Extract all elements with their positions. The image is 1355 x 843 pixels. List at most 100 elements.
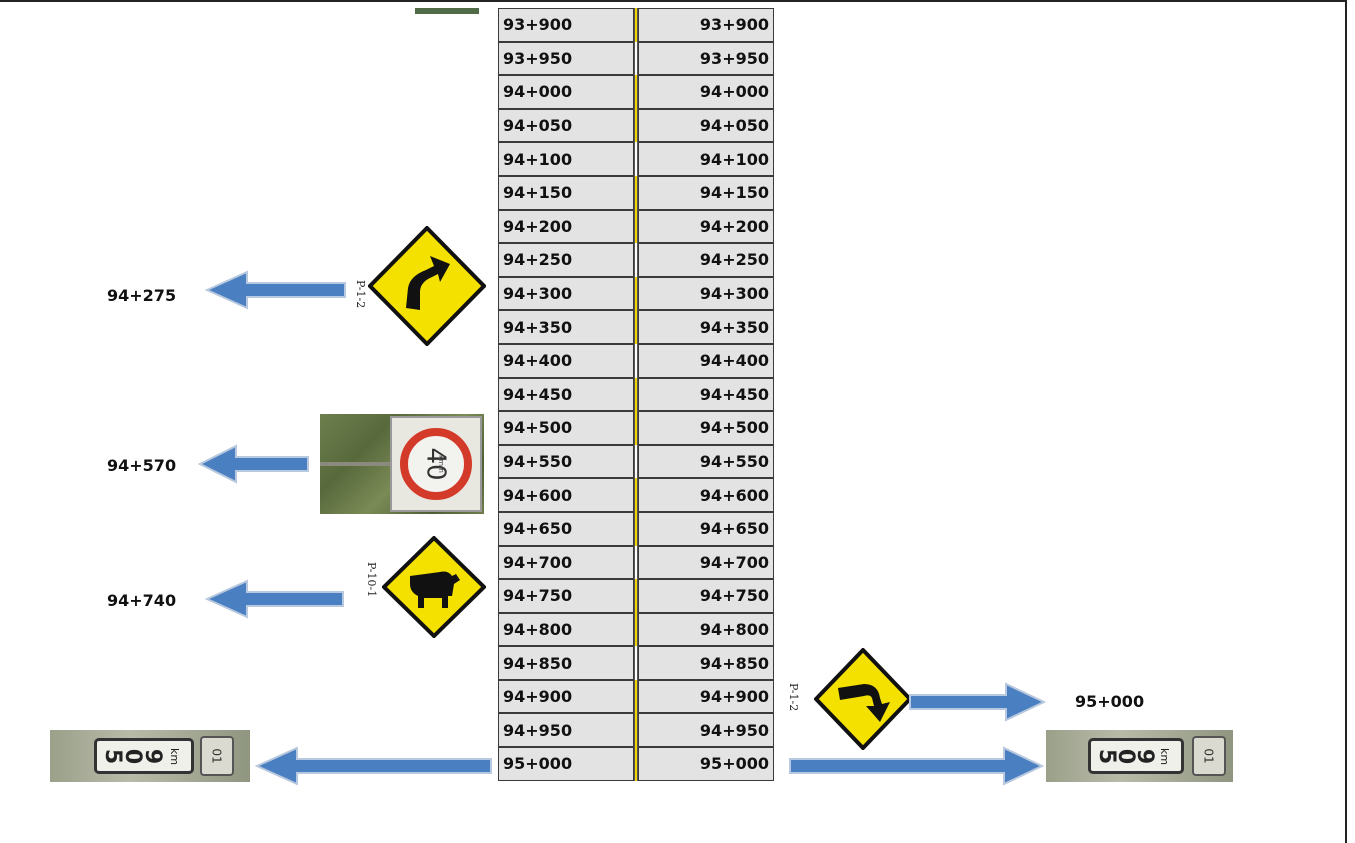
kilometer-post-photo-right: 5 0 9 km 01: [1046, 730, 1233, 782]
station-cell-right: 94+300: [638, 276, 774, 311]
arrow-left-icon: [204, 270, 346, 310]
station-cell-left: 94+150: [498, 175, 634, 210]
station-cell-right: 94+800: [638, 612, 774, 647]
center-line-segment: [634, 209, 638, 244]
station-cell-right: 94+400: [638, 343, 774, 378]
speed-limit-sign-photo: 40 km/h: [320, 414, 484, 514]
kilometer-post-icon: 5 0 9 km: [1088, 738, 1184, 774]
center-line-segment: [634, 243, 638, 277]
arrow-left-icon: [204, 579, 344, 619]
station-label-speed: 94+570: [107, 456, 177, 475]
center-line-segment: [634, 41, 638, 76]
station-cell-left: 94+700: [498, 545, 634, 580]
station-cell-left: 94+450: [498, 377, 634, 412]
station-cell-right: 94+200: [638, 209, 774, 244]
center-line-segment: [634, 142, 638, 176]
arrow-left-icon: [197, 444, 309, 484]
station-cell-left: 94+600: [498, 478, 634, 512]
station-cell-left: 94+850: [498, 646, 634, 680]
curve-ahead-sign-icon: [814, 648, 912, 750]
arrow-right-icon: [909, 682, 1047, 722]
station-cell-left: 94+950: [498, 713, 634, 748]
center-line-segment: [634, 377, 638, 412]
station-cell-left: 94+200: [498, 209, 634, 244]
station-cell-left: 94+000: [498, 75, 634, 109]
km-digit: 9: [140, 748, 166, 764]
station-cell-right: 94+950: [638, 713, 774, 748]
station-cell-left: 93+950: [498, 41, 634, 76]
station-cell-right: 93+900: [638, 8, 774, 42]
station-cell-left: 94+050: [498, 108, 634, 143]
station-cell-right: 95+000: [638, 747, 774, 781]
station-cell-right: 94+050: [638, 108, 774, 143]
station-label-curve: 94+275: [107, 286, 177, 305]
center-line-segment: [634, 310, 638, 344]
center-line-segment: [634, 343, 638, 378]
kilometer-post-photo-left: 5 0 9 km 01: [50, 730, 250, 782]
station-cell-right: 94+700: [638, 545, 774, 580]
speed-unit: km/h: [436, 455, 445, 473]
station-cell-left: 93+900: [498, 8, 634, 42]
station-cell-left: 94+500: [498, 411, 634, 445]
station-cell-left: 94+250: [498, 243, 634, 277]
station-cell-left: 95+000: [498, 747, 634, 781]
station-cell-left: 94+650: [498, 511, 634, 546]
speed-ring: 40: [400, 428, 472, 500]
station-cell-right: 94+850: [638, 646, 774, 680]
center-line-segment: [634, 8, 638, 42]
km-unit: km: [1158, 747, 1172, 765]
center-line-segment: [634, 612, 638, 647]
station-cell-left: 94+400: [498, 343, 634, 378]
cattle-crossing-sign-icon: [382, 536, 486, 638]
station-cell-left: 94+550: [498, 444, 634, 479]
curve-ahead-sign-icon: [368, 226, 486, 346]
route-shield-icon: 01: [200, 736, 234, 776]
station-cell-right: 94+350: [638, 310, 774, 344]
station-cell-left: 94+900: [498, 679, 634, 714]
route-number: 01: [1202, 748, 1216, 764]
center-line-segment: [634, 747, 638, 781]
station-cell-left: 94+800: [498, 612, 634, 647]
station-label-cattle: 94+740: [107, 591, 177, 610]
kilometer-post-icon: 5 0 9 km: [94, 738, 194, 774]
center-line-segment: [634, 444, 638, 479]
station-cell-right: 94+600: [638, 478, 774, 512]
station-cell-right: 93+950: [638, 41, 774, 76]
speed-limit-sign-icon: 40 km/h: [390, 416, 482, 512]
station-cell-right: 94+150: [638, 175, 774, 210]
center-line-segment: [634, 545, 638, 580]
center-line-segment: [634, 646, 638, 680]
km-digit: 9: [1132, 748, 1158, 764]
km-unit: km: [167, 747, 181, 765]
center-line-segment: [634, 175, 638, 210]
station-cell-left: 94+300: [498, 276, 634, 311]
center-line-segment: [634, 478, 638, 512]
sign-code-label: P-10-1: [365, 562, 378, 598]
station-cell-right: 94+750: [638, 579, 774, 613]
route-number: 01: [210, 748, 224, 764]
arrow-left-icon: [254, 746, 492, 786]
center-line-segment: [634, 713, 638, 748]
station-cell-right: 94+550: [638, 444, 774, 479]
station-cell-right: 94+900: [638, 679, 774, 714]
station-cell-left: 94+100: [498, 142, 634, 176]
